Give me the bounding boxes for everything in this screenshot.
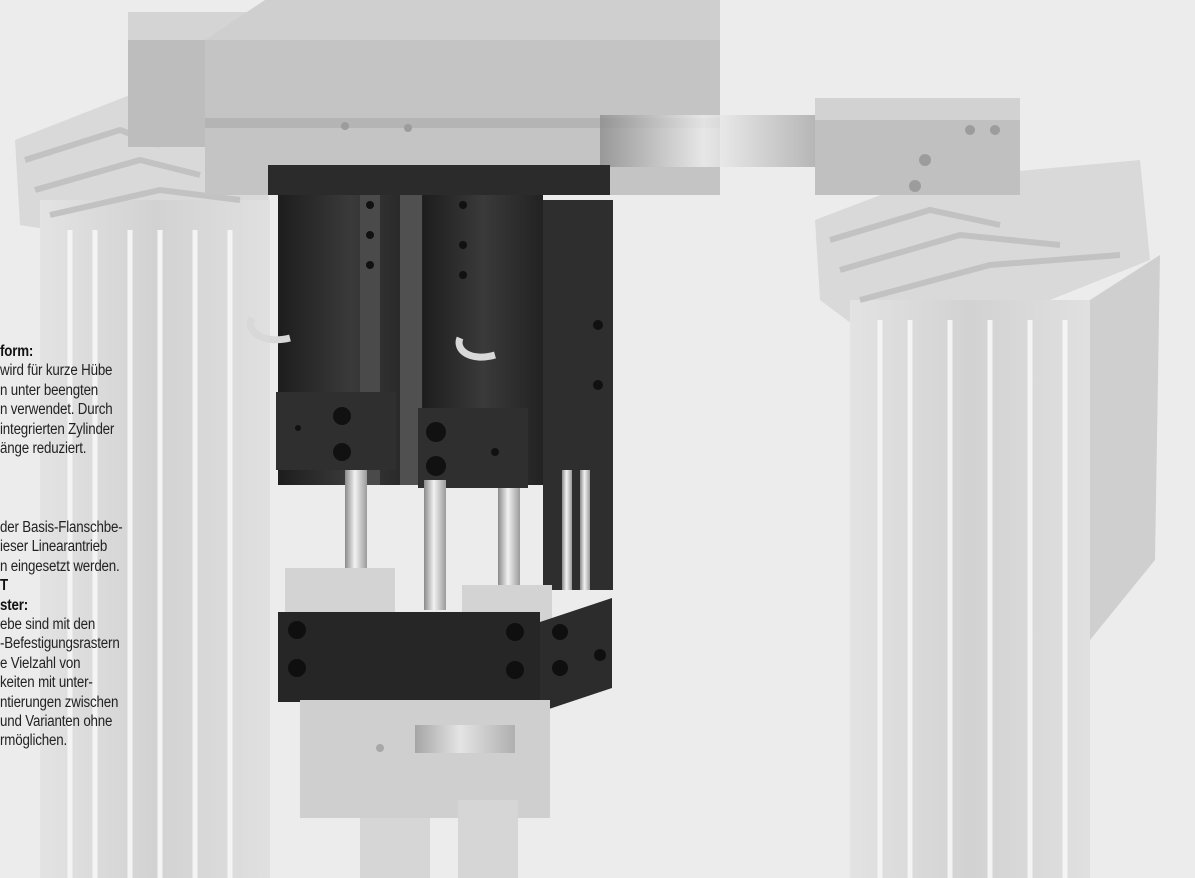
text-line: und Varianten ohne	[0, 713, 113, 731]
text-line: n eingesetzt werden.	[0, 557, 120, 575]
text-line: der Basis-Flanschbe-	[0, 519, 123, 536]
text-line: änge reduziert.	[0, 440, 87, 458]
right-extrusion-profile	[815, 160, 1160, 878]
lower-gripper-unit	[300, 700, 550, 878]
section-heading-line-1: T	[0, 577, 8, 595]
text-line: keiten mit unter-	[0, 674, 93, 692]
section-heading-line-2: ster:	[0, 596, 29, 614]
text-line: ieser Linearantrieb	[0, 538, 108, 556]
description-block-mounting-pattern: der Basis-Flanschbe- ieser Linearantrieb…	[0, 518, 172, 751]
text-line: e Vielzahl von	[0, 654, 81, 672]
text-line: n verwendet. Durch	[0, 401, 113, 419]
section-heading-compact-form: form:	[0, 343, 34, 360]
text-line: rmöglichen.	[0, 732, 68, 750]
text-line: -Befestigungsrastern	[0, 635, 120, 653]
left-extrusion-profile	[15, 95, 270, 878]
actuator-body	[247, 165, 613, 712]
text-line: wird für kurze Hübe	[0, 362, 113, 380]
text-line: integrierten Zylinder	[0, 420, 115, 438]
description-block-compact-form: form: wird für kurze Hübe n unter beengt…	[0, 342, 172, 458]
text-line: ebe sind mit den	[0, 616, 96, 634]
text-line: ntierungen zwischen	[0, 693, 119, 711]
text-line: n unter beengten	[0, 381, 99, 399]
